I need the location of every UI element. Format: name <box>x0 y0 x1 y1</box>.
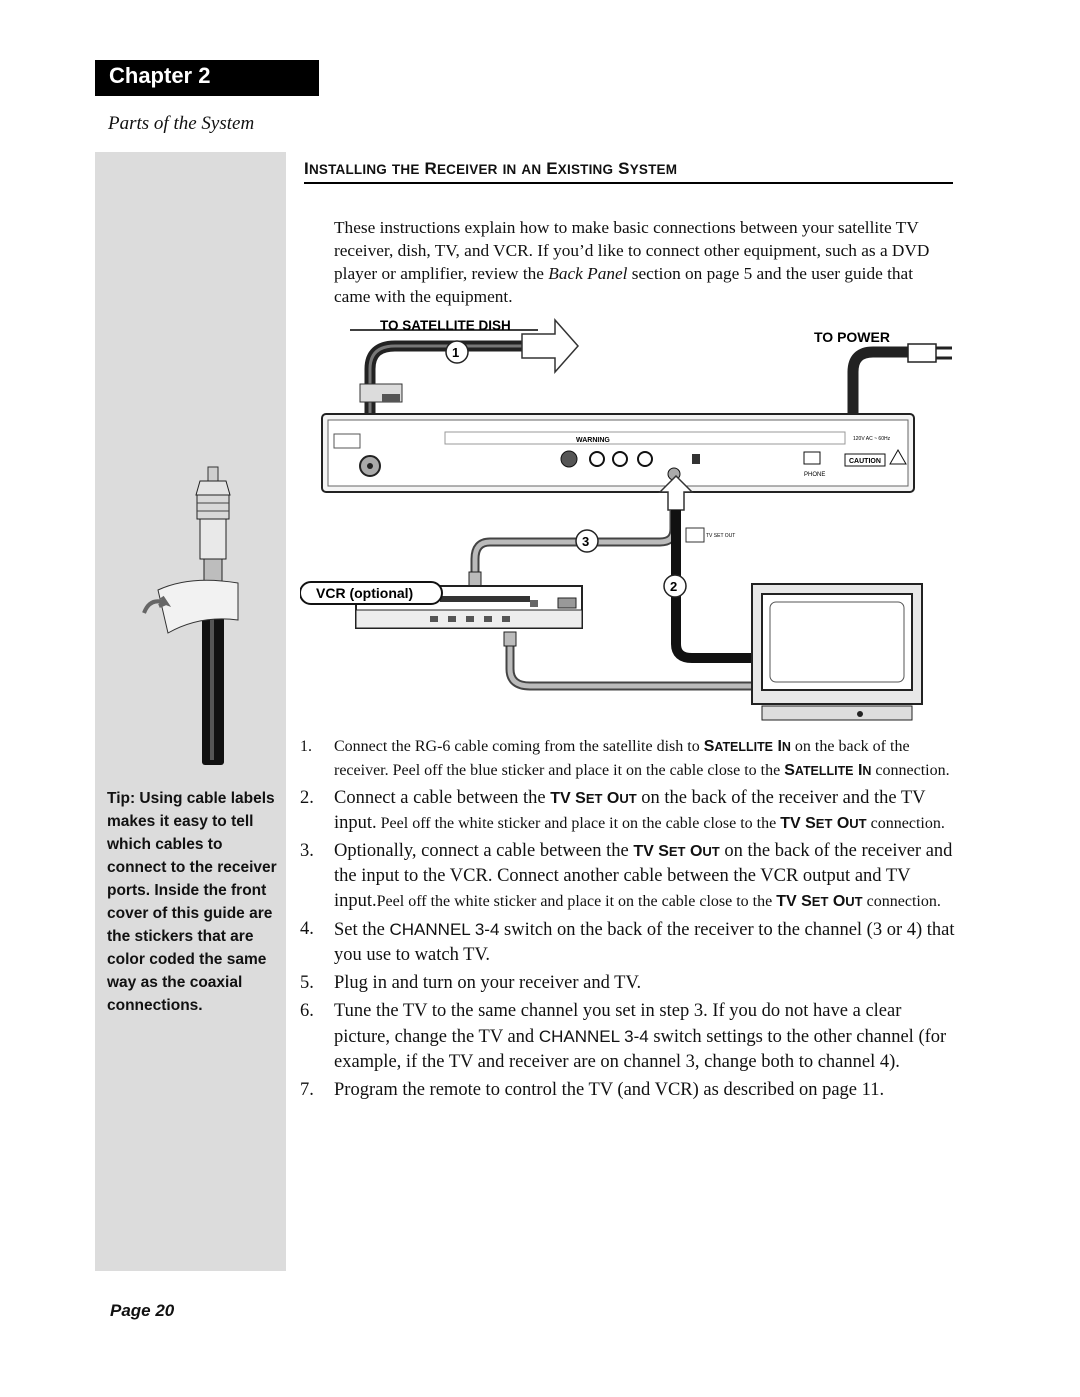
step-text: Set the <box>334 920 390 940</box>
heading-letter: E <box>546 159 558 178</box>
heading-word: IN <box>502 162 517 177</box>
keyword: N <box>781 740 791 754</box>
to-satellite-dish-label: TO SATELLITE DISH <box>380 318 511 333</box>
step-text: Connect the RG-6 cable coming from the s… <box>334 738 704 755</box>
switch-name: CHANNEL 3-4 <box>389 920 500 939</box>
keyword: ET <box>585 791 603 806</box>
chapter-tab: Chapter 2 <box>95 60 319 96</box>
step-number: 2. <box>300 788 314 808</box>
step-number: 5. <box>300 973 314 993</box>
phone-label: PHONE <box>804 472 825 478</box>
callout-3: 3 <box>582 534 589 549</box>
step-item: 7. Program the remote to control the TV … <box>300 1078 955 1103</box>
step-text: on the back of the receiver and the inpu… <box>334 841 953 911</box>
heading-word: AN <box>521 162 542 177</box>
step-text: Connect a cable between the <box>334 788 551 808</box>
step-number: 4. <box>300 919 314 939</box>
keyword: O <box>832 815 850 832</box>
step-item: 3. Optionally, connect a cable between t… <box>300 839 955 914</box>
step-text: Peel off the white sticker and place it … <box>376 815 781 832</box>
step-text: Peel off the white sticker and place it … <box>376 893 777 910</box>
step-text: connection. <box>862 893 941 910</box>
step-item: 6. Tune the TV to the same channel you s… <box>300 999 955 1075</box>
step-text: connection. <box>866 815 945 832</box>
heading-word: ECEIVER <box>436 162 498 177</box>
step-item: 4. Set the CHANNEL 3-4 switch on the bac… <box>300 917 955 968</box>
step-item: 5. Plug in and turn on your receiver and… <box>300 971 955 996</box>
step-text: on the back of the receiver. Peel off th… <box>334 738 910 779</box>
step-number: 6. <box>300 1001 314 1021</box>
keyword: O <box>685 843 703 860</box>
keyword: O <box>602 790 620 807</box>
keyword: TV S <box>780 815 816 832</box>
keyword: S <box>784 762 795 779</box>
instruction-steps: 1. Connect the RG-6 cable coming from th… <box>300 735 955 1106</box>
heading-word: THE <box>391 162 420 177</box>
keyword: ATELLITE <box>794 764 854 778</box>
keyword: UT <box>619 791 637 806</box>
heading-word: XISTING <box>557 162 614 177</box>
callout-1: 1 <box>452 345 459 360</box>
keyword: ET <box>815 816 833 831</box>
step-text: connection. <box>871 762 950 779</box>
step-item: 1. Connect the RG-6 cable coming from th… <box>300 735 955 783</box>
vcr-optional-label: VCR (optional) <box>316 585 413 601</box>
keyword: TV S <box>633 843 669 860</box>
cable-label-illustration <box>142 466 239 765</box>
heading-letter: I <box>304 159 309 178</box>
tv-set-out-tag: TV SET OUT <box>706 533 735 539</box>
keyword: I <box>853 762 863 779</box>
step-text: on the back of the receiver and the TV i… <box>334 788 926 833</box>
keyword: UT <box>845 894 863 909</box>
heading-letter: R <box>424 159 437 178</box>
sidebar-panel <box>95 152 286 1271</box>
keyword: TV S <box>550 790 586 807</box>
keyword: TV S <box>776 893 812 910</box>
section-name: Parts of the System <box>108 113 255 134</box>
switch-name: CHANNEL 3-4 <box>538 1027 649 1046</box>
step-text: Tune the TV to the same channel you set … <box>334 1001 902 1047</box>
page-number: Page 20 <box>110 1301 175 1320</box>
to-power-label: TO POWER <box>814 329 890 345</box>
keyword: UT <box>849 816 867 831</box>
heading-word: YSTEM <box>629 162 678 177</box>
keyword: N <box>862 764 872 778</box>
heading-letter: S <box>618 159 630 178</box>
caution-label: CAUTION <box>849 458 881 465</box>
connection-diagram: TO SATELLITE DISH 1 TO POWER WARNING PHO… <box>300 318 952 721</box>
callout-2: 2 <box>670 579 677 594</box>
section-heading: INSTALLING THE RECEIVER IN AN EXISTING S… <box>304 159 953 184</box>
tip-text: Tip: Using cable labels makes it easy to… <box>107 790 277 1014</box>
power-rating-label: 120V AC ~ 60Hz <box>853 436 891 442</box>
keyword: S <box>703 738 715 755</box>
warning-label: WARNING <box>576 437 610 444</box>
keyword: O <box>828 893 846 910</box>
step-item: 2. Connect a cable between the TV SET OU… <box>300 786 955 836</box>
intro-text: section on page 5 and the user guide tha… <box>334 264 913 306</box>
step-text: Optionally, connect a cable between the <box>334 841 634 861</box>
keyword: ET <box>811 894 829 909</box>
keyword: ET <box>668 844 686 859</box>
step-text: switch on the back of the receiver to th… <box>334 920 955 965</box>
step-text: Plug in and turn on your receiver and TV… <box>334 973 642 993</box>
intro-text: These instructions explain how to make b… <box>334 218 930 283</box>
step-number: 3. <box>300 841 314 861</box>
step-text: Program the remote to control the TV (an… <box>334 1080 885 1100</box>
keyword: ATELLITE <box>714 740 774 754</box>
step-number: 1. <box>300 738 312 755</box>
heading-word: NSTALLING <box>308 162 387 177</box>
step-text: switch settings to the other channel (fo… <box>334 1027 947 1072</box>
keyword: I <box>773 738 782 755</box>
intro-italic: Back Panel <box>548 264 628 283</box>
step-number: 7. <box>300 1080 314 1100</box>
intro-paragraph: These instructions explain how to make b… <box>334 216 944 308</box>
keyword: UT <box>702 844 720 859</box>
